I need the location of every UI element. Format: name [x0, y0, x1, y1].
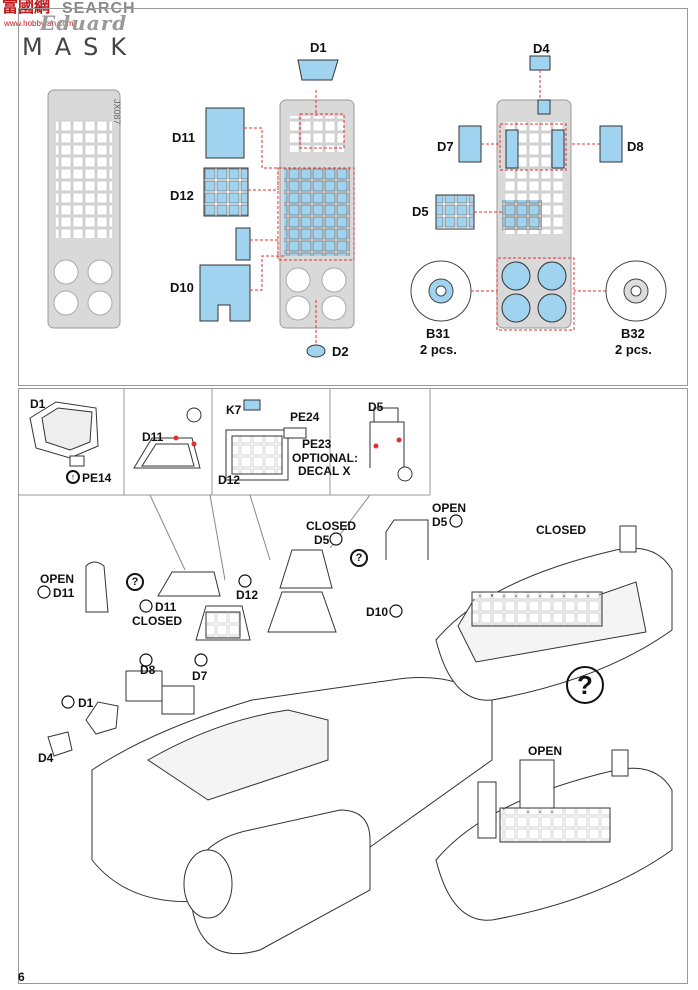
wheel-b32	[605, 260, 667, 322]
page-number: 6	[18, 970, 25, 984]
mask-d11	[205, 107, 245, 159]
mask-sheet-panel	[18, 8, 688, 386]
mask-d12	[203, 167, 249, 217]
label-b31: B31	[426, 326, 450, 341]
label-d4: D4	[533, 41, 550, 56]
assembly-d4: D4	[38, 751, 54, 765]
mask-sheet-plain	[47, 89, 121, 329]
mask-sheet-3	[496, 99, 572, 329]
fuselage	[91, 677, 493, 903]
assembly-d5-closed: D5	[314, 533, 330, 547]
label-b32: B32	[621, 326, 645, 341]
mask-d8	[599, 125, 623, 163]
detail-optional-label: OPTIONAL:	[292, 451, 358, 465]
open-view-drawing	[435, 749, 673, 921]
detail-k7-label: K7	[226, 403, 242, 417]
assembly-open-word: OPEN	[40, 572, 75, 586]
label-d8: D8	[627, 139, 644, 154]
canopy-d11-open	[85, 561, 109, 613]
mask-logo: MASK	[22, 33, 139, 61]
mask-d4	[529, 55, 551, 71]
canopy-d10	[267, 591, 337, 633]
assembly-d11-open: D11	[53, 586, 75, 600]
assembly-d12: D12	[236, 588, 259, 602]
assembly-d8: D8	[140, 663, 156, 677]
label-d10: D10	[170, 280, 194, 295]
assembly-d1: D1	[78, 696, 94, 710]
wheel-b31	[410, 260, 472, 322]
closed-view-drawing	[435, 525, 673, 701]
label-b32-qty: 2 pcs.	[615, 342, 652, 357]
view-closed-label: CLOSED	[536, 523, 587, 537]
mask-d10	[199, 264, 251, 322]
canopy-d5	[385, 519, 429, 560]
detail-d12-label: D12	[218, 473, 241, 487]
sheet-code: JX087	[112, 99, 122, 125]
assembly-d10: D10	[366, 605, 389, 619]
mask-d7	[458, 125, 482, 163]
question-large-icon: ?	[566, 666, 604, 704]
label-d11: D11	[172, 130, 196, 145]
mask-d2	[306, 344, 326, 358]
assembly-d5-open-word: OPEN	[432, 501, 467, 515]
detail-d1-label: D1	[30, 397, 46, 411]
assembly-closed-word: CLOSED	[132, 614, 183, 628]
engine-nacelle	[189, 809, 371, 955]
question-icon: ?	[350, 549, 368, 567]
detail-d11-label: D11	[142, 430, 164, 444]
detail-d5-label: D5	[368, 400, 384, 414]
eduard-logo: Eduard	[40, 11, 128, 35]
question-icon: ?	[126, 573, 144, 591]
detail-d1-part-label: PE14	[82, 471, 112, 485]
assembly-d5-closed-word: CLOSED	[306, 519, 357, 533]
label-d12: D12	[170, 188, 194, 203]
mask-d5	[435, 194, 475, 230]
canopy-d11-closed	[157, 571, 221, 597]
mask-d1	[297, 59, 339, 81]
watermark-url: www.hobbyfan.com	[4, 19, 74, 28]
arrow-marker-icon: ↑	[66, 470, 80, 484]
label-d5: D5	[412, 204, 429, 219]
detail-decal-label: DECAL X	[298, 464, 351, 478]
view-open-label: OPEN	[528, 744, 563, 758]
label-d7: D7	[437, 139, 454, 154]
detail-pe23-label: PE23	[302, 437, 332, 451]
label-d2: D2	[332, 344, 349, 359]
assembly-d5-open: D5	[432, 515, 448, 529]
mask-sheet-2	[279, 99, 355, 329]
assembly-d7: D7	[192, 669, 208, 683]
assembly-d11-closed: D11	[155, 600, 177, 614]
watermark-cn: 富國網	[2, 0, 51, 16]
assembly-panel	[18, 388, 688, 984]
label-d1: D1	[310, 40, 327, 55]
detail-pe24-label: PE24	[290, 410, 320, 424]
label-b31-qty: 2 pcs.	[420, 342, 457, 357]
